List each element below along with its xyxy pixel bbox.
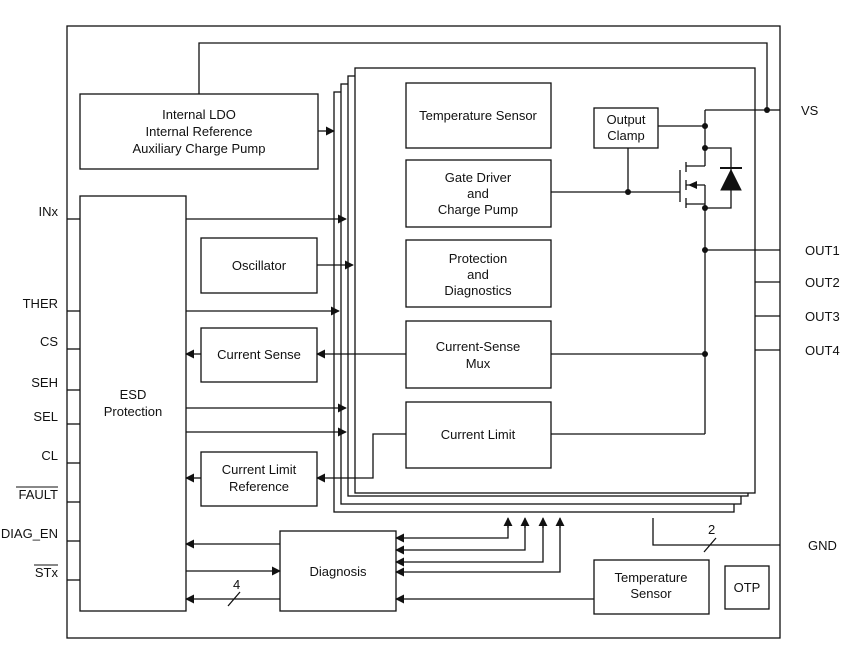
st-bus-width: 4 xyxy=(233,577,240,592)
pin-label-ther: THER xyxy=(23,296,58,311)
gnd-bus-width: 2 xyxy=(708,522,715,537)
pin-label-cs: CS xyxy=(40,334,58,349)
pin-label-diag-en: DIAG_EN xyxy=(1,526,58,541)
gnd-bus-slash xyxy=(703,537,717,553)
vs-rail xyxy=(198,42,768,110)
mosfet-arrow xyxy=(688,181,697,189)
esd-label-1: ESD xyxy=(120,387,147,402)
mux-label-2: Mux xyxy=(466,356,491,371)
clamp-label-1: Output xyxy=(606,112,645,127)
junction-gate xyxy=(625,189,631,195)
junction-clamp-vs xyxy=(702,123,708,129)
st-bus-slash xyxy=(227,591,241,607)
temp-sensor-inner-label: Temperature Sensor xyxy=(419,108,537,123)
temp-sensor-outer-block xyxy=(593,559,710,615)
current-limit-label: Current Limit xyxy=(441,427,516,442)
ldo-label-2: Internal Reference xyxy=(146,124,253,139)
junction-mux xyxy=(702,351,708,357)
pin-label-out4: OUT4 xyxy=(805,343,840,358)
pin-label-stx: STx xyxy=(35,565,59,580)
pin-label-out3: OUT3 xyxy=(805,309,840,324)
chip-outline xyxy=(66,25,781,639)
oscillator-label: Oscillator xyxy=(232,258,287,273)
pin-label-vs: VS xyxy=(801,103,819,118)
current-limit-ref-label-1: Current Limit xyxy=(222,462,297,477)
clamp-label-2: Clamp xyxy=(607,128,645,143)
otp-label: OTP xyxy=(734,580,761,595)
ldo-label-1: Internal LDO xyxy=(162,107,236,122)
pin-label-cl: CL xyxy=(41,448,58,463)
pin-label-fault: FAULT xyxy=(19,487,59,502)
output-clamp-block xyxy=(593,107,659,149)
protection-diag-block xyxy=(405,239,552,308)
ldo-label-3: Auxiliary Charge Pump xyxy=(133,141,266,156)
junction-diode-top xyxy=(702,145,708,151)
otp-block xyxy=(724,565,770,610)
current-sense-label: Current Sense xyxy=(217,347,301,362)
temp-sensor-outer-label-2: Sensor xyxy=(630,586,672,601)
diode-triangle xyxy=(720,168,742,191)
esd-block xyxy=(79,195,187,612)
gate-driver-label-2: and xyxy=(467,186,489,201)
esd-label-2: Protection xyxy=(104,404,163,419)
junction-vs xyxy=(764,107,770,113)
protection-label-3: Diagnostics xyxy=(444,283,512,298)
pin-label-sel: SEL xyxy=(33,409,58,424)
junction-out1 xyxy=(702,247,708,253)
ch3-to-diag xyxy=(395,520,526,555)
diagnosis-label: Diagnosis xyxy=(309,564,367,579)
gate-driver-label-3: Charge Pump xyxy=(438,202,518,217)
channel-box-1 xyxy=(354,67,756,494)
temp-sensor-inner-block xyxy=(405,82,552,149)
current-limit-ref-label-2: Reference xyxy=(229,479,289,494)
current-limit-block xyxy=(405,401,552,469)
protection-label-2: and xyxy=(467,267,489,282)
gate-driver-block xyxy=(405,159,552,228)
pin-label-out1: OUT1 xyxy=(805,243,840,258)
pin-label-inx: INx xyxy=(39,204,59,219)
gnd-line xyxy=(652,518,780,546)
gate-driver-label-1: Gate Driver xyxy=(445,170,512,185)
ch1-to-diag xyxy=(395,520,561,577)
ch2-to-diag xyxy=(395,520,544,567)
mux-label-1: Current-Sense xyxy=(436,339,521,354)
junction-diode-bottom xyxy=(702,205,708,211)
pin-label-seh: SEH xyxy=(31,375,58,390)
ch4-to-diag xyxy=(395,520,509,543)
limit-to-ref xyxy=(316,433,406,483)
pin-label-gnd: GND xyxy=(808,538,837,553)
pin-label-out2: OUT2 xyxy=(805,275,840,290)
protection-label-1: Protection xyxy=(449,251,508,266)
temp-sensor-outer-label-1: Temperature xyxy=(615,570,688,585)
